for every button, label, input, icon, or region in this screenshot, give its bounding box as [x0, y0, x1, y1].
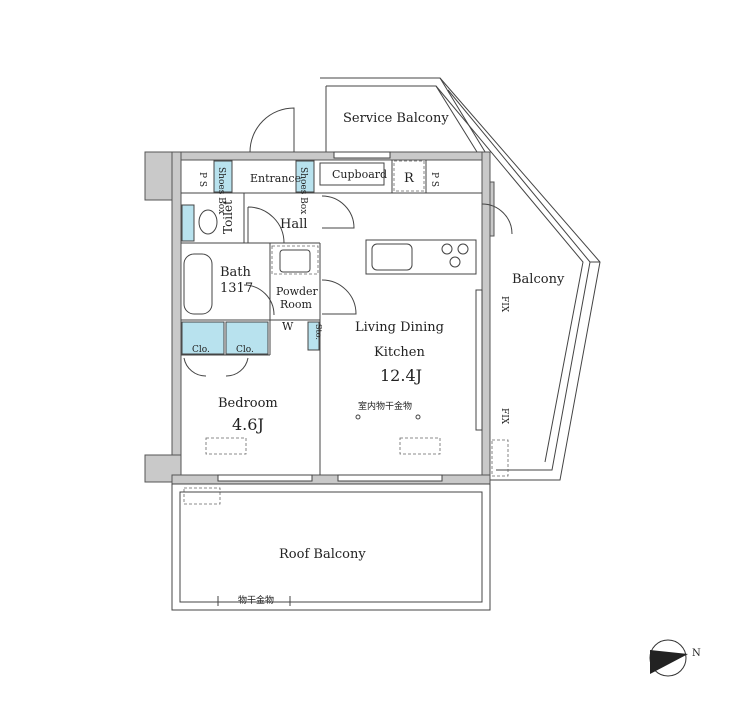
sink-icon	[279, 249, 311, 273]
toilet-fill	[181, 204, 195, 242]
bedroom-label: Bedroom	[218, 396, 278, 411]
balcony-label: Balcony	[512, 272, 565, 287]
fix-label-2: FIX	[499, 408, 509, 425]
fridge-space	[393, 160, 425, 192]
ldk-size-label: 12.4J	[380, 366, 422, 385]
powder-room-label-2: Room	[280, 298, 313, 311]
roof-balcony-outline	[171, 483, 491, 611]
bedroom-size-label: 4.6J	[232, 415, 264, 434]
fix-label-1: FIX	[499, 296, 509, 313]
bath-label: Bath	[220, 265, 252, 280]
ps-left-label: P S	[197, 172, 207, 187]
toilet-label: Toilet	[221, 200, 235, 234]
service-balcony-label: Service Balcony	[343, 111, 449, 126]
indoor-dryer-label: 室内物干金物	[358, 400, 412, 412]
dryer-hooks	[355, 414, 421, 420]
vanity-outline	[271, 245, 319, 275]
doors	[183, 107, 513, 377]
fridge-label: R	[404, 171, 415, 186]
outdoor-dryer-label: 物干金物	[238, 594, 274, 606]
compass-north-label: N	[692, 648, 701, 659]
balcony-outline	[435, 77, 601, 481]
closet-2-fill	[225, 321, 269, 355]
sliding-windows	[217, 151, 483, 482]
shoes-box-right-fill	[295, 160, 315, 193]
bathtub-icon	[183, 253, 213, 315]
ac-unit-bedroom	[205, 437, 247, 455]
closet-1-label: Clo.	[192, 345, 210, 355]
ac-outdoor-unit	[183, 487, 221, 505]
shoes-box-right-label: Shoes Box	[298, 167, 308, 214]
ps-right-label: P S	[429, 172, 439, 187]
ldk-label-1: Living Dining	[355, 320, 444, 335]
exterior-walls	[144, 151, 495, 485]
kitchen-counter	[365, 239, 477, 275]
kitchen-sink-icon	[371, 243, 413, 271]
washer-label: W	[282, 320, 294, 333]
powder-room-label-1: Powder	[276, 285, 319, 298]
shoes-box-left-label: Shoes Box	[216, 167, 226, 214]
cupboard-outline	[319, 162, 385, 186]
entrance-label: Entrance	[250, 172, 301, 185]
closet-1-fill	[181, 321, 225, 355]
ldk-label-2: Kitchen	[374, 345, 425, 360]
compass-icon: N	[649, 639, 701, 677]
stove-icon	[441, 243, 469, 268]
bath-size-label: 1317	[220, 281, 253, 296]
shoes-box-left-fill	[213, 160, 233, 193]
ac-unit-ldk	[399, 437, 441, 455]
cupboard-label: Cupboard	[332, 168, 387, 181]
ac-outdoor-unit-2	[491, 439, 509, 477]
storage-fill	[307, 321, 320, 351]
toilet-bowl-icon	[198, 209, 218, 235]
roof-balcony-label: Roof Balcony	[279, 547, 366, 562]
hall-label: Hall	[280, 217, 307, 232]
closet-2-label: Clo.	[236, 345, 254, 355]
storage-label: Sto.	[314, 324, 323, 340]
